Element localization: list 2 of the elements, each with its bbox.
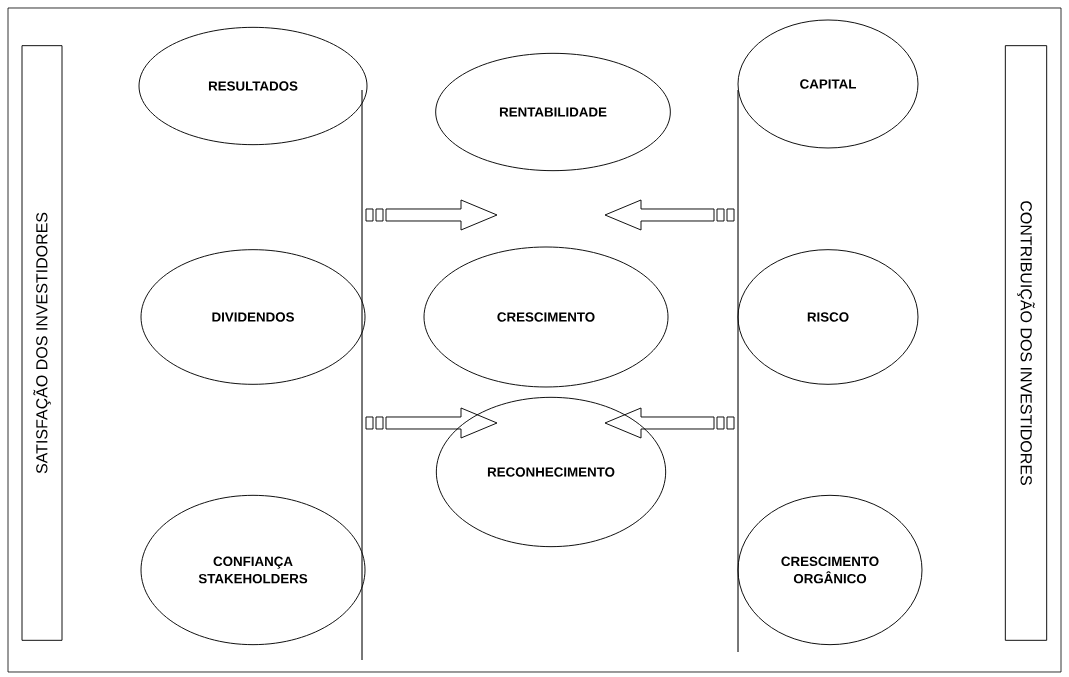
label-box: SATISFAÇÃO DOS INVESTIDORES [21,45,63,641]
label-box: CONTRIBUIÇÃO DOS INVESTIDORES [1004,45,1048,641]
